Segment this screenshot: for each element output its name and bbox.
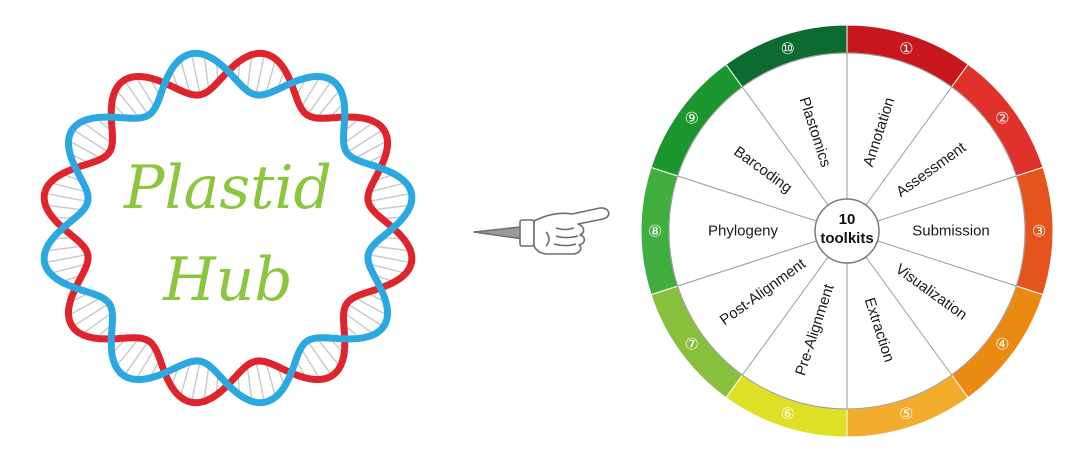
dna-strand-red <box>40 49 416 407</box>
wheel-center-line1: 10 <box>839 211 856 228</box>
toolkit-wheel: AnnotationAssessmentSubmissionVisualizat… <box>640 24 1054 438</box>
logo-title-line1: Plastid <box>123 153 332 223</box>
dna-rung <box>255 361 266 403</box>
dna-rung <box>81 120 113 145</box>
dna-rung <box>81 311 113 336</box>
dna-rung <box>203 365 210 402</box>
dna-rung <box>203 54 210 91</box>
wheel-spoke <box>677 175 817 222</box>
logo-title-line2: Hub <box>162 245 292 315</box>
dna-rung <box>368 253 412 264</box>
dna-rung <box>115 337 140 368</box>
dna-rung <box>190 361 201 403</box>
dna-rung <box>300 347 321 380</box>
wheel-number-7: ⑦ <box>684 334 698 353</box>
dna-rung <box>246 365 253 402</box>
dna-rung <box>190 53 201 95</box>
dna-rung <box>368 182 406 193</box>
dna-rung <box>72 302 110 328</box>
dna-strand-blue <box>40 49 416 407</box>
wheel-spoke <box>677 240 817 287</box>
dna-rung <box>179 58 191 95</box>
dna-rung <box>45 245 84 252</box>
dna-rung <box>115 88 140 119</box>
dna-rung <box>343 311 375 336</box>
wheel-label-submission: Submission <box>912 223 990 240</box>
dna-rung <box>44 253 88 264</box>
dna-rung <box>368 192 412 203</box>
wheel-color-ring <box>640 24 1054 438</box>
wheel-center-line2: toolkits <box>820 230 873 247</box>
dna-rung <box>255 53 266 95</box>
dna-rung <box>372 245 411 252</box>
dna-rung <box>50 182 88 193</box>
dna-rung <box>68 139 102 160</box>
wheel-number-8: ⑧ <box>648 222 662 241</box>
wheel-spoke <box>877 175 1017 222</box>
wheel-number-5: ⑤ <box>899 404 913 423</box>
wheel-number-3: ③ <box>1032 222 1046 241</box>
dna-rung <box>50 263 88 274</box>
dna-rungs <box>44 53 412 403</box>
wheel-number-9: ⑨ <box>684 109 698 128</box>
wheel-number-10: ⑩ <box>780 39 794 58</box>
wheel-spoke <box>741 256 829 376</box>
dna-rung <box>265 58 277 95</box>
wheel-center-circle <box>814 198 880 264</box>
dna-rung <box>346 128 384 154</box>
dna-rung <box>372 204 411 211</box>
pointing-hand-icon <box>473 207 610 255</box>
dna-rung <box>123 340 150 377</box>
wheel-spoke <box>865 86 953 206</box>
dna-rung <box>306 79 333 116</box>
dna-rung <box>72 128 110 154</box>
wheel-numbers: ① ② ③ ④ ⑤ ⑥ ⑦ ⑧ ⑨ ⑩ <box>648 39 1046 423</box>
dna-rung <box>179 361 191 398</box>
wheel-number-2: ② <box>995 109 1009 128</box>
dna-rung <box>45 204 84 211</box>
wheel-number-4: ④ <box>995 334 1009 353</box>
dna-rung <box>265 361 277 398</box>
wheel-spoke <box>877 240 1017 287</box>
dna-rung <box>44 192 88 203</box>
dna-rung <box>306 340 333 377</box>
wheel-label-phylogeny: Phylogeny <box>708 223 779 240</box>
dna-rung <box>368 263 406 274</box>
wheel-number-6: ⑥ <box>780 404 794 423</box>
dna-rung <box>68 296 102 317</box>
dna-rung <box>123 79 150 116</box>
wheel-number-1: ① <box>899 39 913 58</box>
dna-rung <box>135 76 156 109</box>
wheel-spoke <box>865 256 953 376</box>
wheel-spoke <box>741 86 829 206</box>
dna-rung <box>135 347 156 380</box>
wheel-spokes <box>677 53 1017 409</box>
plastid-hub-logo: Plastid Hub <box>40 49 416 407</box>
dna-rung <box>346 302 384 328</box>
dna-rung <box>316 88 341 119</box>
dna-rung <box>354 139 388 160</box>
dna-rung <box>300 76 321 109</box>
dna-rung <box>354 296 388 317</box>
dna-rung <box>343 120 375 145</box>
dna-rung <box>246 54 253 91</box>
dna-rung <box>316 337 341 368</box>
